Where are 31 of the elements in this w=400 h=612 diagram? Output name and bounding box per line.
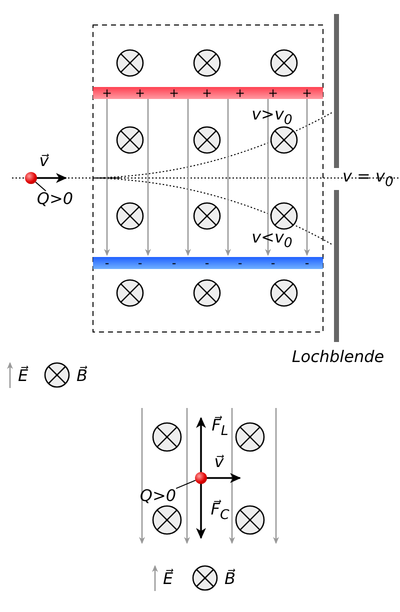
minus-sign: -	[238, 257, 242, 269]
legend-text: E⃗	[18, 368, 28, 384]
leader-line	[176, 480, 196, 489]
charged-particle	[25, 172, 37, 184]
legend-text: B⃗	[224, 571, 236, 587]
leader-line	[35, 181, 46, 192]
minus-sign: -	[138, 257, 142, 269]
minus-sign: -	[270, 257, 276, 269]
velocity-condition: v<v$_{0}$	[252, 230, 292, 250]
minus-sign: -	[104, 257, 110, 269]
legend-text: B⃗	[76, 368, 88, 384]
aperture-label: Lochblende	[292, 349, 384, 365]
plus-sign: +	[202, 87, 212, 99]
plus-sign: +	[102, 87, 112, 99]
minus-sign: -	[204, 257, 210, 269]
minus-sign: -	[304, 257, 310, 269]
velocity-condition: v>v$_{0}$	[252, 106, 292, 128]
charge-label: Q>0	[140, 488, 176, 504]
plus-sign: +	[234, 87, 246, 99]
plus-sign: +	[268, 87, 278, 99]
plus-sign: +	[302, 87, 312, 99]
force-label: F⃗$_{C}$	[210, 502, 230, 522]
plus-sign: +	[134, 87, 146, 99]
legend-text: E⃗	[162, 571, 174, 587]
minus-sign: -	[172, 257, 176, 269]
force-label: F⃗$_{L}$	[212, 418, 228, 438]
charge-label: Q>0	[36, 191, 74, 207]
vector-label: v⃗	[214, 454, 224, 470]
vector-label: v⃗	[39, 153, 49, 169]
charged-particle	[195, 472, 207, 484]
plus-sign: +	[168, 87, 180, 99]
